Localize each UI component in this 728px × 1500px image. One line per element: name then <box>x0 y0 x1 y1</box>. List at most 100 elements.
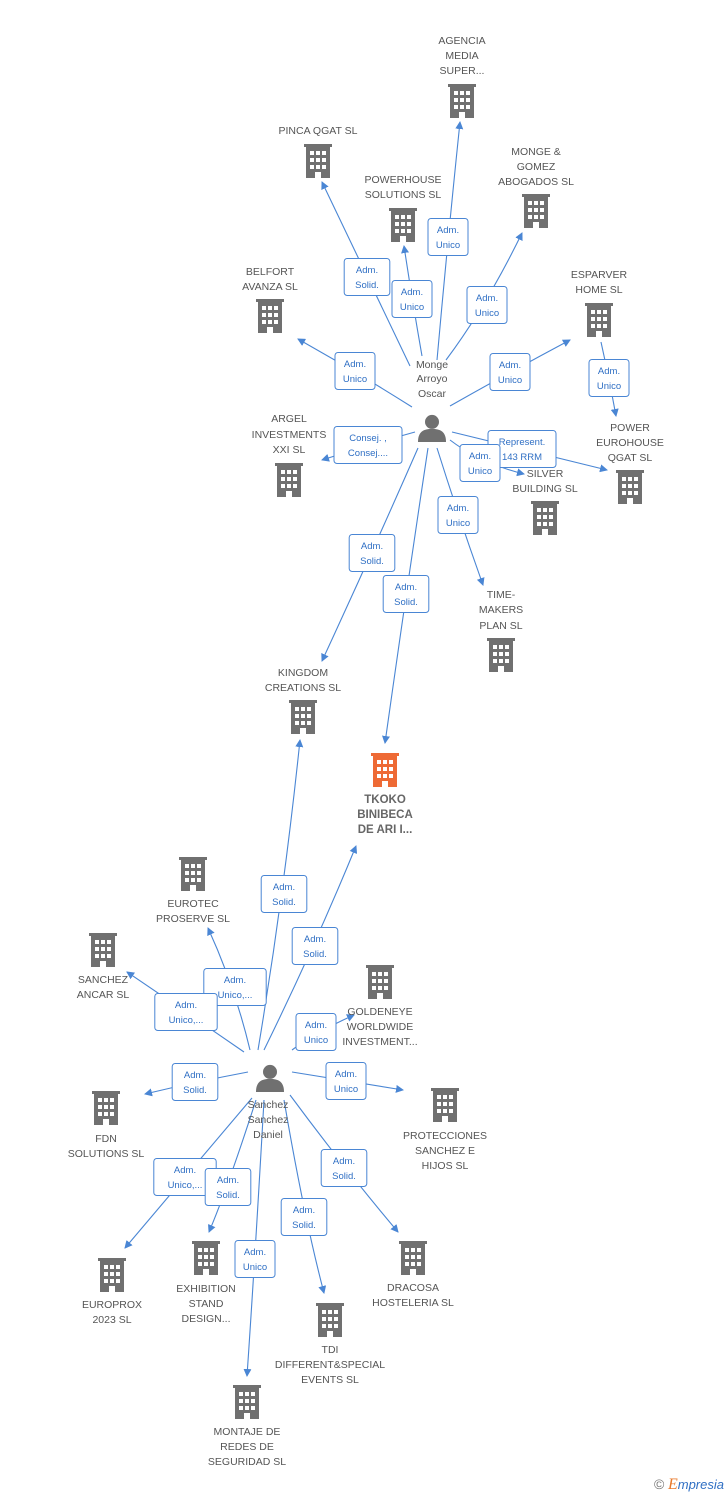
building-icon <box>179 857 207 891</box>
company-node-pinca[interactable]: PINCA QGAT SL <box>279 125 358 178</box>
role-badge-text: Unico <box>343 374 367 385</box>
person-icon <box>418 414 446 442</box>
role-badge-box <box>204 1168 252 1206</box>
role-badge-sanchez-to-tdi[interactable]: Adm.Solid. <box>280 1198 328 1236</box>
company-node-goldeneye[interactable]: GOLDENEYEWORLDWIDEINVESTMENT... <box>342 965 418 1048</box>
role-badge-text: Solid. <box>360 556 384 567</box>
building-icon <box>399 1241 427 1275</box>
role-badge-sanchez-to-fdn[interactable]: Adm.Solid. <box>171 1063 219 1101</box>
company-label: MONTAJE DE <box>214 1426 281 1438</box>
role-badge-text: Adm. <box>335 1069 357 1080</box>
role-badge-text: Adm. <box>437 225 459 236</box>
role-badge-monge-to-pinca[interactable]: Adm.Solid. <box>343 258 391 296</box>
company-label: POWERHOUSE <box>364 174 441 186</box>
company-label: ARGEL <box>271 413 307 425</box>
role-badge-text: 143 RRM <box>502 452 542 463</box>
building-icon <box>448 84 476 118</box>
company-label: SILVER <box>527 468 564 480</box>
company-label: BELFORT <box>246 266 295 278</box>
building-icon <box>371 753 399 787</box>
company-node-exhibition[interactable]: EXHIBITIONSTANDDESIGN... <box>176 1241 236 1325</box>
role-badge-sanchez-to-tkoko[interactable]: Adm.Solid. <box>291 927 339 965</box>
role-badge-text: Represent. <box>499 437 545 448</box>
company-label: BINIBECA <box>357 809 413 821</box>
role-badge-sanchez-to-sanchez_ancar[interactable]: Adm.Unico,... <box>154 993 218 1031</box>
role-badge-monge-to-monge_gomez[interactable]: Adm.Unico <box>466 286 508 324</box>
company-label: EUROTEC <box>167 898 219 910</box>
role-badge-sanchez-to-europrox[interactable]: Adm.Unico,... <box>153 1158 217 1196</box>
role-badge-text: Adm. <box>395 582 417 593</box>
person-label: Oscar <box>418 388 447 400</box>
person-icon <box>256 1064 284 1092</box>
role-badge-monge-to-timemakers[interactable]: Adm.Unico <box>437 496 479 534</box>
role-badge-box <box>325 1062 367 1100</box>
company-node-agencia[interactable]: AGENCIAMEDIASUPER... <box>438 35 486 118</box>
company-label: SANCHEZ <box>78 974 129 986</box>
role-badge-monge-to-tkoko[interactable]: Adm.Solid. <box>382 575 430 613</box>
role-badge-sanchez-to-goldeneye[interactable]: Adm.Unico <box>295 1013 337 1051</box>
role-badge-esparver-to-power_eurohouse[interactable]: Adm.Unico <box>588 359 630 397</box>
role-badge-box <box>234 1240 276 1278</box>
role-badge-monge-to-kingdom[interactable]: Adm.Solid. <box>348 534 396 572</box>
role-badge-text: Solid. <box>272 897 296 908</box>
company-label: SANCHEZ E <box>415 1145 475 1157</box>
company-label: HOSTELERIA SL <box>372 1297 454 1309</box>
role-badge-box <box>333 426 403 464</box>
role-badge-box <box>382 575 430 613</box>
role-badge-sanchez-to-exhibition[interactable]: Adm.Solid. <box>204 1168 252 1206</box>
role-badge-monge-to-silver[interactable]: Adm.Unico <box>459 444 501 482</box>
building-icon <box>275 463 303 497</box>
role-badge-box <box>334 352 376 390</box>
role-badge-box <box>260 875 308 913</box>
role-badge-sanchez-to-montaje[interactable]: Adm.Unico <box>234 1240 276 1278</box>
company-label: AVANZA SL <box>242 281 298 293</box>
role-badge-sanchez-to-eurotec[interactable]: Adm.Unico,... <box>203 968 267 1006</box>
person-label: Daniel <box>253 1129 283 1141</box>
role-badge-box <box>489 353 531 391</box>
role-badge-text: Unico <box>334 1084 358 1095</box>
role-badge-text: Unico <box>243 1262 267 1273</box>
role-badge-monge-to-belfort[interactable]: Adm.Unico <box>334 352 376 390</box>
company-label: INVESTMENT... <box>342 1036 417 1048</box>
role-badge-text: Unico,... <box>218 990 253 1001</box>
role-badge-sanchez-to-kingdom[interactable]: Adm.Solid. <box>260 875 308 913</box>
role-badge-box <box>295 1013 337 1051</box>
role-badge-sanchez-to-protecciones[interactable]: Adm. Unico <box>325 1062 367 1100</box>
company-label: STAND <box>189 1298 224 1310</box>
empresia-logo[interactable]: © Empresia <box>654 1476 724 1493</box>
role-badge-text: Unico <box>468 466 492 477</box>
role-badge-monge-to-argel[interactable]: Consej. ,Consej.... <box>333 426 403 464</box>
role-badge-text: Adm. <box>175 1000 197 1011</box>
role-badge-sanchez-to-dracosa[interactable]: Adm.Solid. <box>320 1149 368 1187</box>
role-badge-monge-to-agencia[interactable]: Adm.Unico <box>427 218 469 256</box>
role-badge-monge-to-powerhouse[interactable]: Adm.Unico <box>391 280 433 318</box>
building-icon <box>366 965 394 999</box>
role-badge-text: Adm. <box>293 1205 315 1216</box>
role-badge-monge-to-esparver[interactable]: Adm.Unico <box>489 353 531 391</box>
company-node-belfort[interactable]: BELFORT AVANZA SL <box>242 266 298 333</box>
company-label: SEGURIDAD SL <box>208 1456 286 1468</box>
company-label: ESPARVER <box>571 269 628 281</box>
role-badge-text: Adm. <box>184 1070 206 1081</box>
role-badge-box <box>391 280 433 318</box>
role-badge-box <box>343 258 391 296</box>
